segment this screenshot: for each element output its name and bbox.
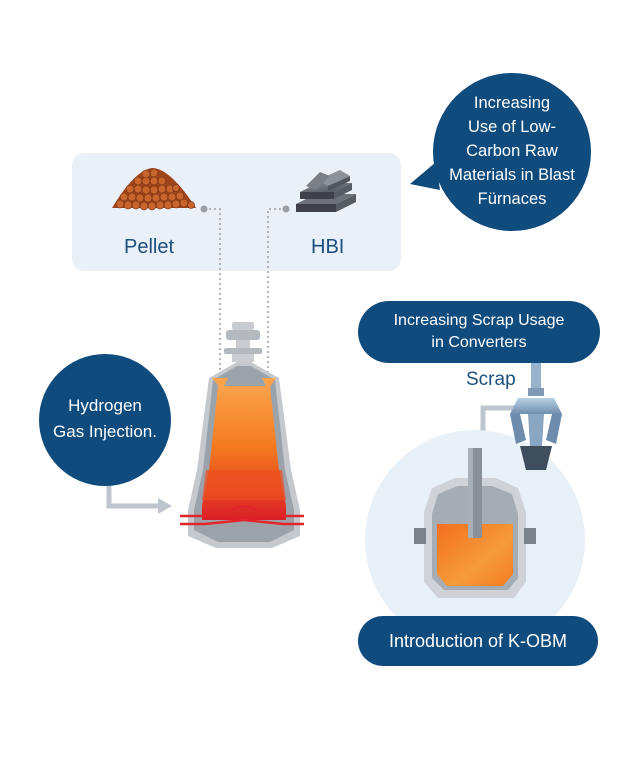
scrap-grabber-icon [510,360,562,470]
callout-line: Increasing [473,94,551,112]
low-carbon-callout-text: Increasing Use of Low- Carbon Raw Materi… [436,91,588,211]
hbi-label: HBI [311,236,345,258]
callout-line: Materials in Blast [449,166,575,184]
callout-line: in Converters [431,334,527,351]
callout-line: Carbon Raw [466,142,558,160]
raw-materials-panel [72,153,401,271]
hbi-connector-line [267,205,290,385]
callout-line: Increasing Scrap Usage [393,312,565,329]
pellet-connector-line [200,205,221,385]
pellet-label: Pellet [124,236,175,258]
callout-line: Gas Injection. [53,422,157,441]
converter-vessel [414,448,536,598]
scrap-label: Scrap [466,369,516,390]
callout-line: Hydrogen [68,396,142,415]
hydrogen-callout-text: Hydrogen Gas Injection. [40,393,170,445]
callout-line: Use of Low- [467,118,557,136]
scrap-usage-callout: Increasing Scrap Usage in Converters [358,301,600,363]
pellet-pile-icon [112,168,196,211]
callout-line: Fürnaces [477,190,547,208]
kobm-callout: Introduction of K-OBM [358,616,598,666]
blast-furnace [180,322,304,548]
hbi-briquette-icon [296,170,356,212]
hydrogen-inlet-arrow [106,478,172,514]
